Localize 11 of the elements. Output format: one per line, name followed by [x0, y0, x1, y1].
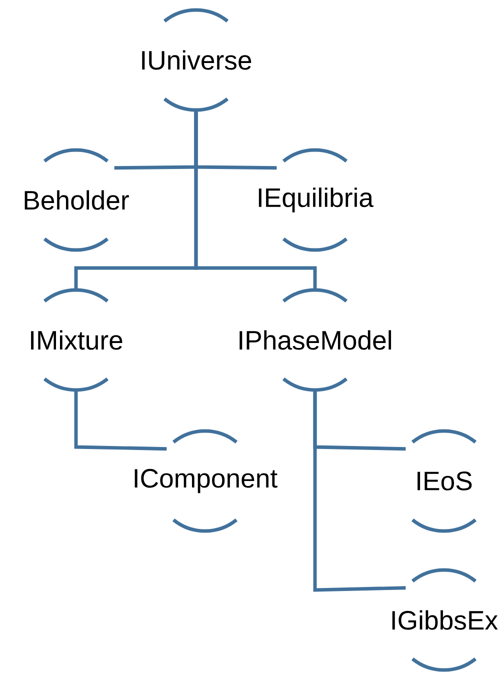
- class-node: IUniverse: [142, 8, 252, 112]
- class-node: IComponent: [134, 429, 278, 533]
- class-node: IGibbsEx: [392, 568, 498, 672]
- class-node: IEoS: [412, 429, 476, 533]
- class-node: IEquilibria: [258, 148, 374, 252]
- connector-line: [194, 110, 317, 290]
- class-node: IMixture: [31, 288, 122, 392]
- class-node: IPhaseModel: [240, 288, 392, 392]
- class-node: Beholder: [24, 148, 129, 252]
- connector-line: [74, 390, 167, 451]
- connector-line: [313, 390, 406, 592]
